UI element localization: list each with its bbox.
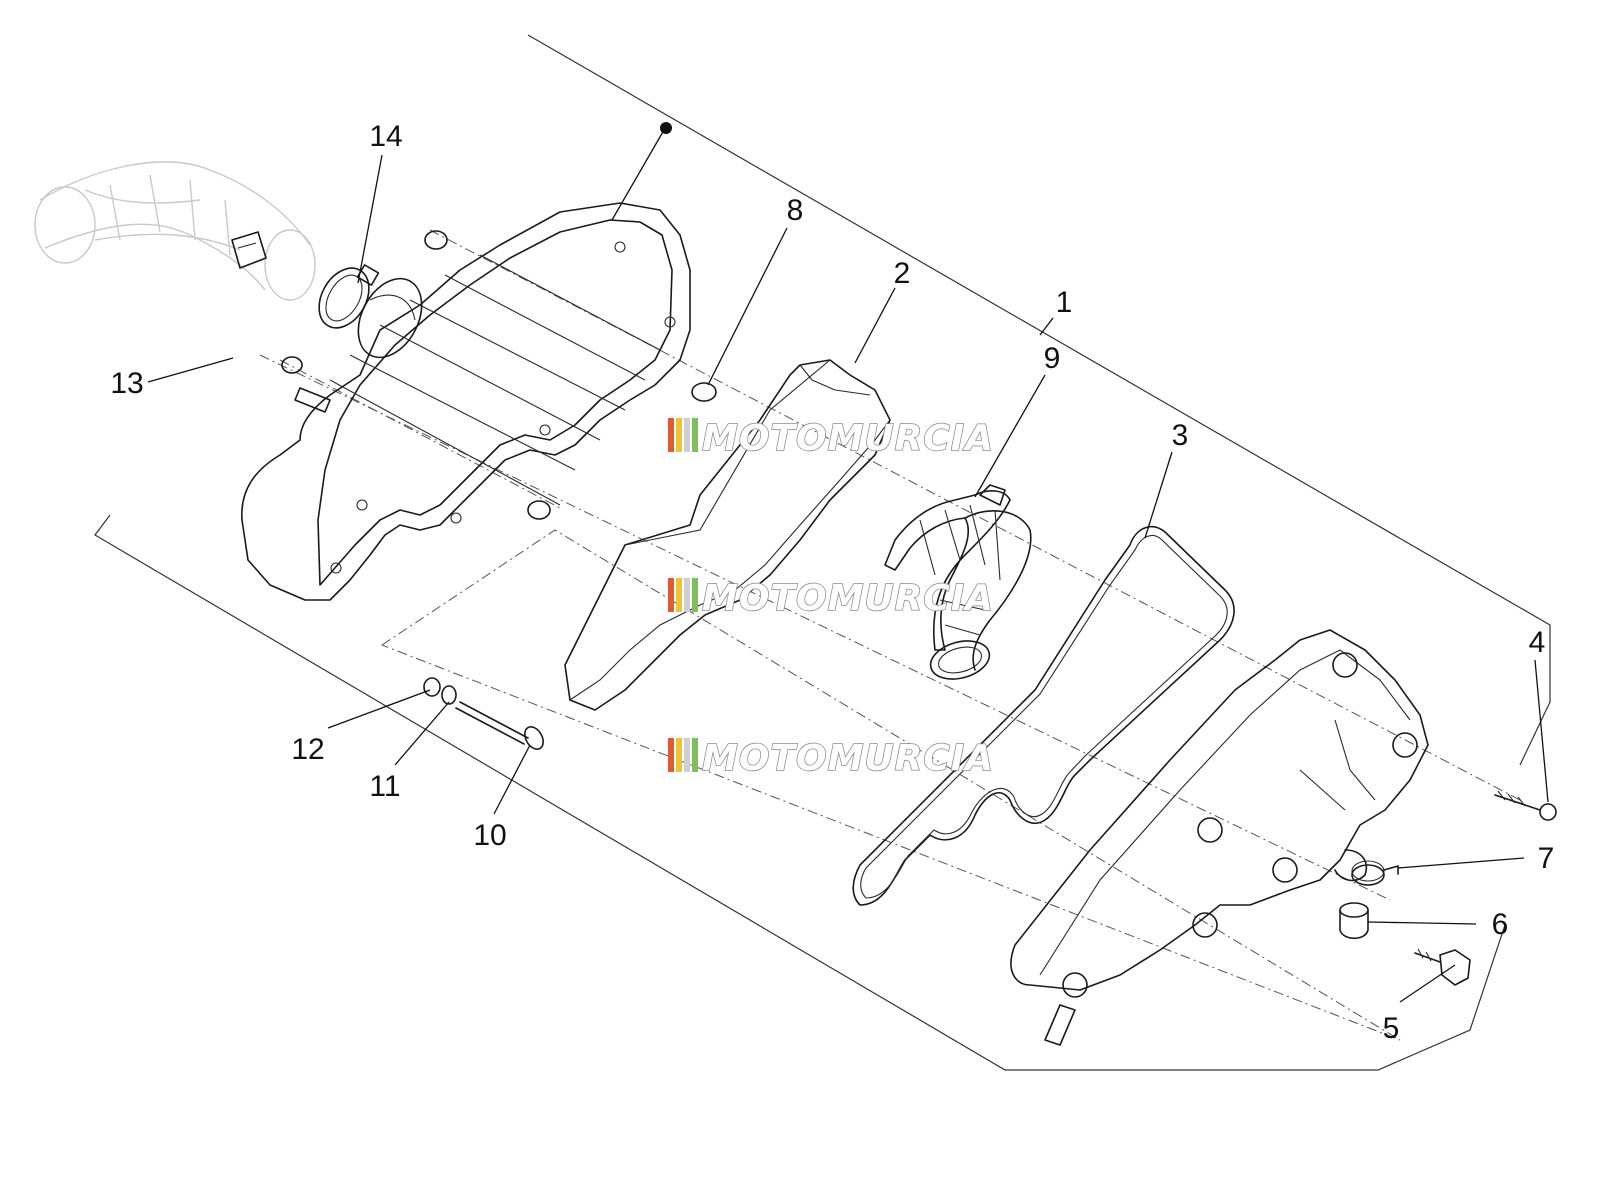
callout-13: 13 (110, 367, 143, 400)
callout-8: 8 (787, 194, 804, 227)
screw-5 (1414, 948, 1471, 986)
callout-14: 14 (369, 120, 402, 153)
callout-12: 12 (291, 733, 324, 766)
gasket-inner-edge (860, 535, 1228, 899)
intake-hose-ghost (34, 161, 316, 301)
callout-4: 4 (1529, 626, 1546, 659)
grommets (424, 230, 717, 520)
callout-10: 10 (473, 819, 506, 852)
watermark-bottom: MOTOMURCIA (668, 737, 994, 780)
svg-text:MOTOMURCIA: MOTOMURCIA (702, 418, 994, 459)
washer-12 (423, 677, 441, 697)
watermark-top: MOTOMURCIA (668, 417, 994, 460)
callout-7: 7 (1538, 842, 1555, 875)
callout-9: 9 (1044, 342, 1061, 375)
kit-boundary-frame (94, 34, 1551, 1071)
hose-clip-7 (1351, 860, 1399, 886)
watermark-middle: MOTOMURCIA (668, 577, 994, 620)
callout-1: 1 (1056, 286, 1073, 319)
gasket-seal (852, 526, 1235, 906)
assembly-axes (259, 229, 1521, 901)
svg-text:MOTOMURCIA: MOTOMURCIA (702, 578, 994, 619)
washer-13 (281, 356, 303, 374)
inlet-duct (884, 484, 1032, 680)
air-filter-element (564, 359, 891, 711)
svg-text:MOTOMURCIA: MOTOMURCIA (702, 738, 994, 779)
callout-5: 5 (1383, 1012, 1400, 1045)
screw-4 (1494, 790, 1557, 821)
bolt-10 (455, 701, 544, 750)
callout-3: 3 (1172, 419, 1189, 452)
callout-6: 6 (1492, 908, 1509, 941)
air-box-cover (1010, 629, 1429, 1046)
drain-plug-6 (1339, 902, 1369, 940)
air-box-housing (241, 202, 691, 601)
callout-2: 2 (894, 257, 911, 290)
washer-11 (441, 685, 457, 705)
callout-11: 11 (369, 770, 400, 803)
leader-lines (147, 122, 1549, 1003)
clip-nut (231, 231, 267, 269)
